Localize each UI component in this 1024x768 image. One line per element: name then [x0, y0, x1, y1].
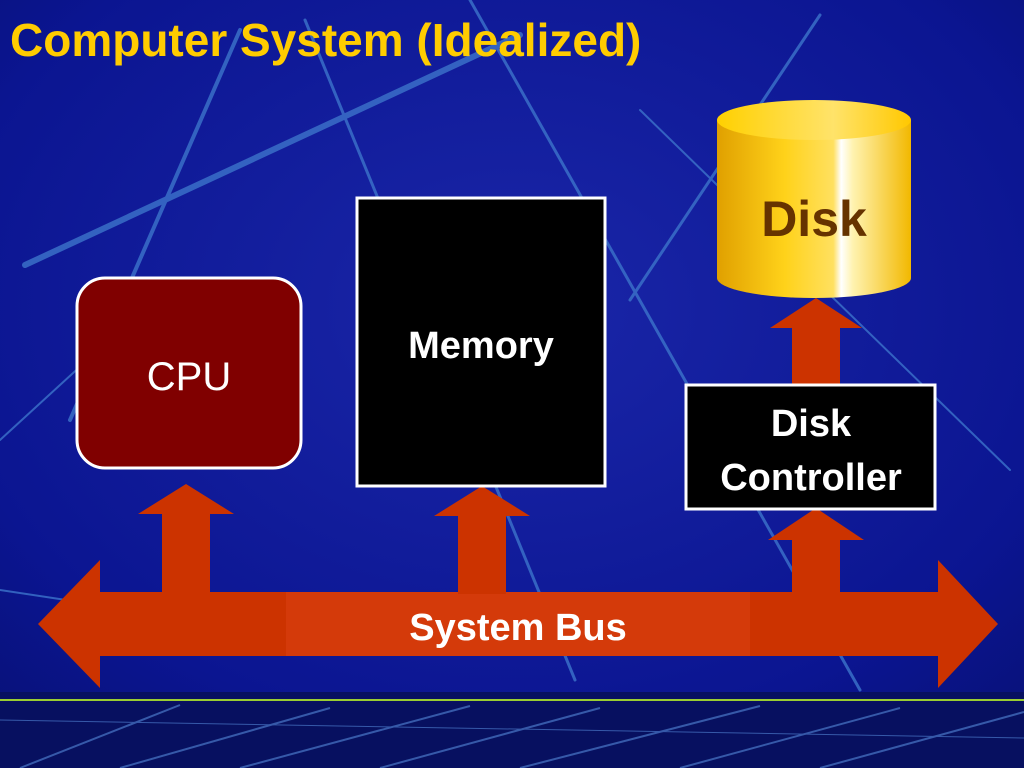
cpu-box — [75, 276, 303, 470]
cpu-label: CPU — [147, 355, 231, 399]
slide-title: Computer System (Idealized) — [10, 14, 641, 66]
disk-label: Disk — [761, 191, 867, 247]
system-bus-arrow — [38, 560, 998, 688]
disk-top — [717, 100, 911, 140]
disk-controller-label-line2: Controller — [720, 457, 902, 499]
system-bus-label: System Bus — [409, 607, 627, 649]
memory-label: Memory — [408, 325, 554, 367]
cpu-bus-arrow — [138, 484, 234, 594]
disk-controller-label-line1: Disk — [771, 403, 852, 445]
disk-controller-box — [684, 383, 937, 511]
bottom-decoration — [0, 692, 1024, 768]
system-bus-label-box — [286, 592, 750, 656]
disk-cylinder — [717, 100, 911, 298]
memory-box — [355, 196, 607, 488]
controller-bus-arrow — [768, 508, 864, 594]
memory-bus-arrow — [434, 486, 530, 594]
controller-disk-arrow — [770, 298, 862, 386]
